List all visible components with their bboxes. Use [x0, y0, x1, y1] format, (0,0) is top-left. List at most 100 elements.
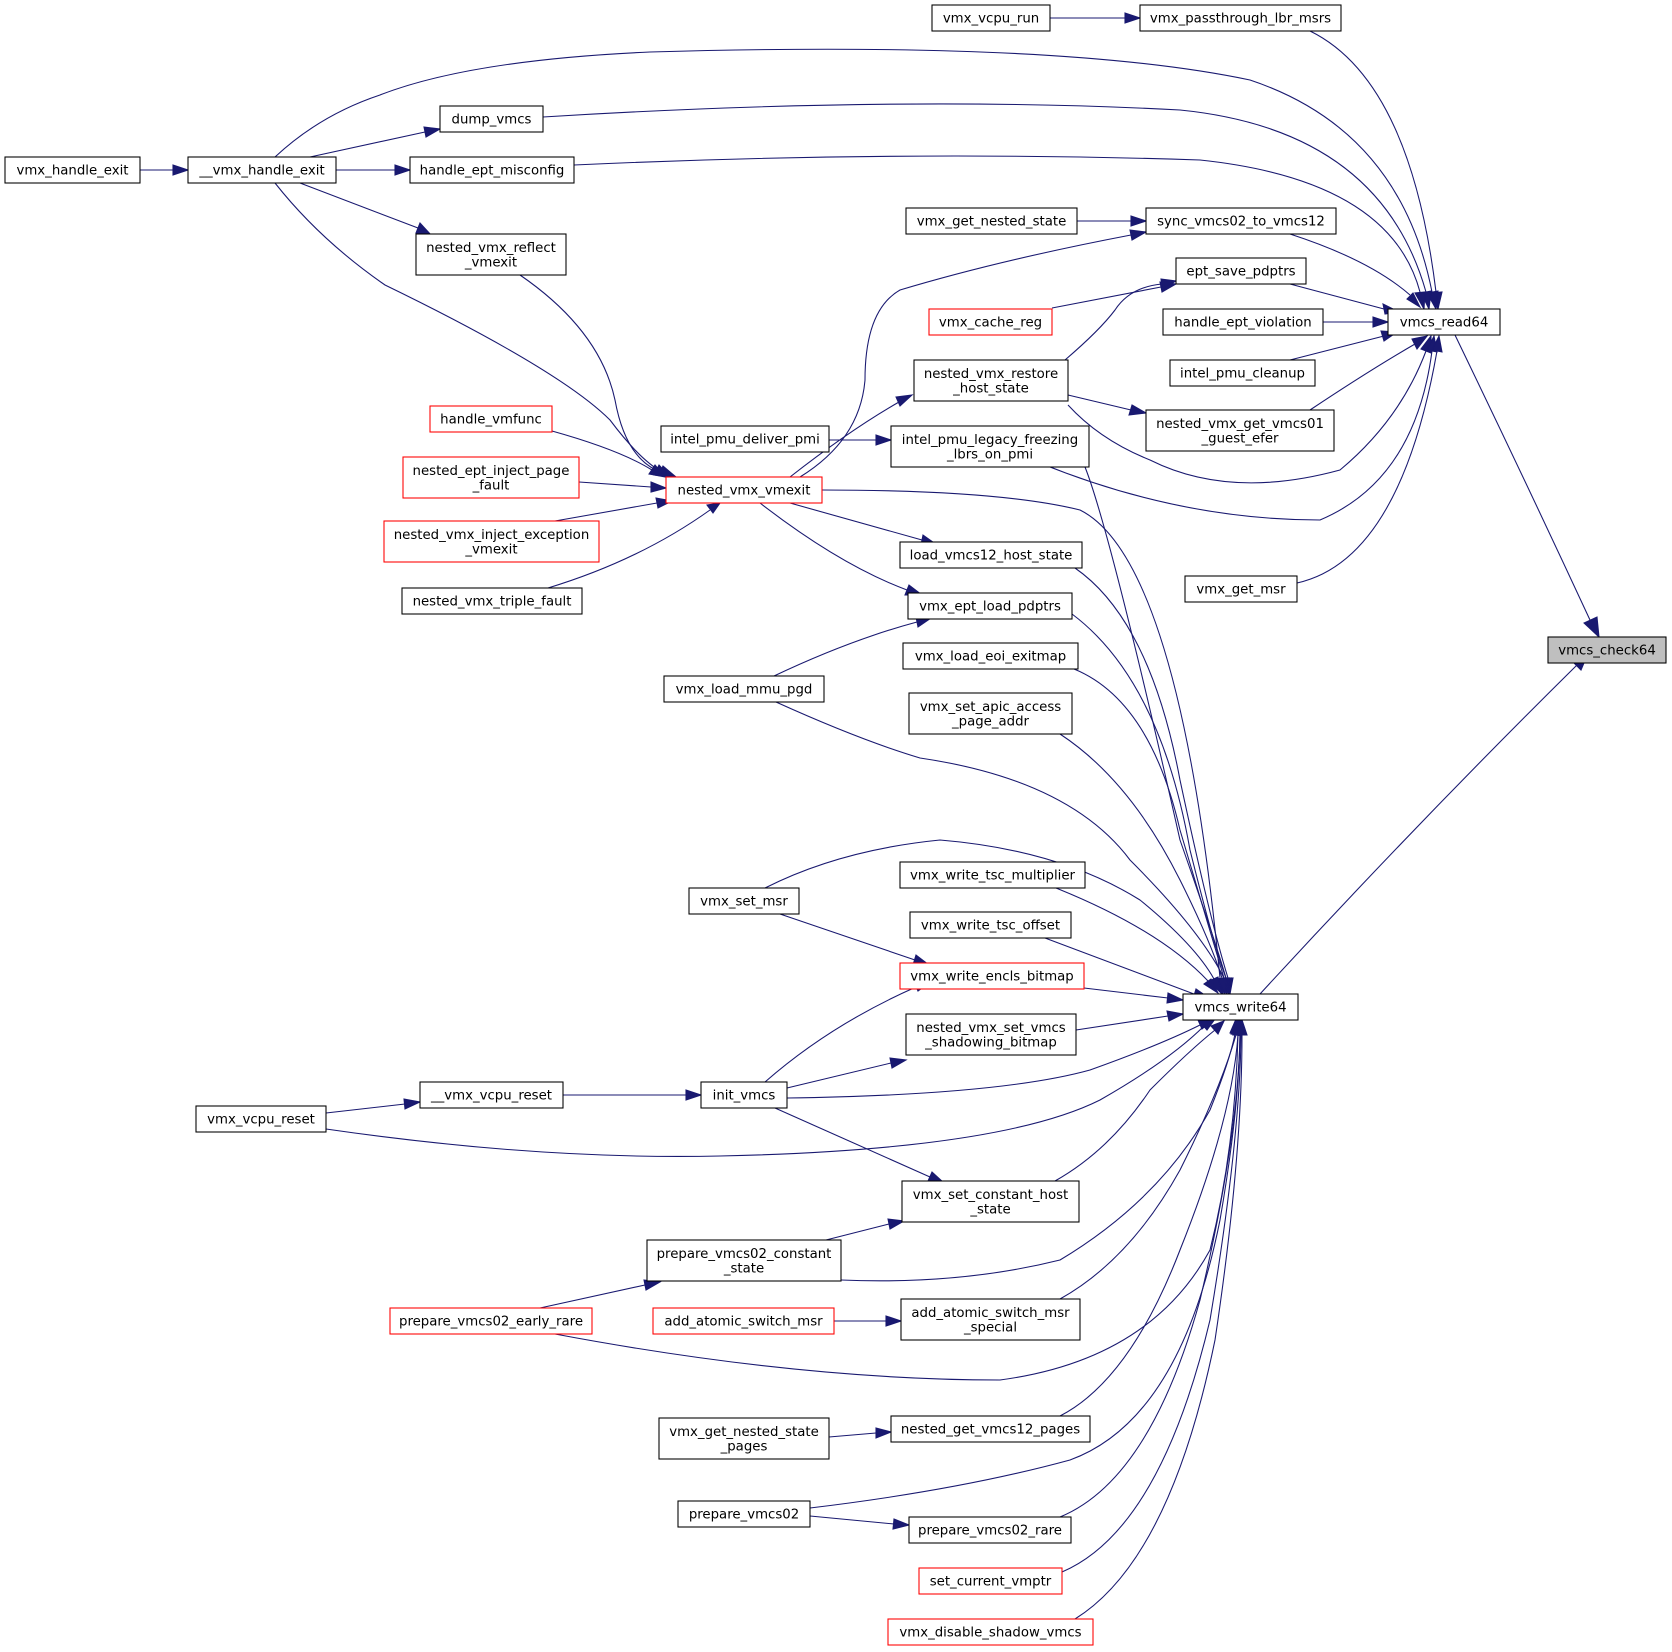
node-vmx-load-mmu-pgd[interactable]: vmx_load_mmu_pgd	[663, 675, 825, 703]
node-nested-vmx-restore-host-state[interactable]: nested_vmx_restore_host_state	[913, 359, 1069, 402]
node-vmcs-read64[interactable]: vmcs_read64	[1387, 308, 1501, 336]
node-vmx-cache-reg[interactable]: vmx_cache_reg	[928, 308, 1053, 336]
arrowhead-icon	[1203, 978, 1220, 995]
node-label: vmx_get_nested_state	[669, 1425, 819, 1440]
node-prepare-vmcs02-rare[interactable]: prepare_vmcs02_rare	[908, 1516, 1072, 1544]
node-vmx-write-encls-bitmap[interactable]: vmx_write_encls_bitmap	[899, 962, 1085, 990]
edge-line	[1061, 1034, 1242, 1573]
edge-line	[299, 182, 419, 229]
node-prepare-vmcs02-constant-state[interactable]: prepare_vmcs02_constant_state	[646, 1239, 842, 1282]
edge-line	[539, 1284, 646, 1309]
node-load-vmcs12-host-state[interactable]: load_vmcs12_host_state	[899, 541, 1083, 569]
node-vmx-ept-load-pdptrs[interactable]: vmx_ept_load_pdptrs	[907, 592, 1073, 620]
node-vmcs-check64[interactable]: vmcs_check64	[1547, 636, 1667, 664]
edge-prepare_vmcs02-to-prepare_vmcs02_rare	[809, 1515, 911, 1530]
arrowhead-icon	[1372, 316, 1390, 328]
node-nested-ept-inject-page-fault[interactable]: nested_ept_inject_page_fault	[402, 456, 580, 499]
node-nested-vmx-set-vmcs-shadowing-bitmap[interactable]: nested_vmx_set_vmcs_shadowing_bitmap	[905, 1013, 1077, 1056]
edge-nested_vmx_vmexit-to-load_vmcs12_host_state	[789, 502, 939, 546]
node-label: nested_vmx_reflect	[426, 241, 556, 256]
node-vmcs-write64[interactable]: vmcs_write64	[1182, 993, 1299, 1021]
edge-__vmx_handle_exit-to-dump_vmcs	[309, 126, 442, 158]
node-label: _page_addr	[951, 714, 1030, 729]
node-box	[419, 1081, 564, 1109]
edge-vmx_write_encls_bitmap-to-vmcs_write64	[1083, 987, 1185, 1004]
node-label: vmx_disable_shadow_vmcs	[899, 1626, 1081, 1641]
node-label: add_atomic_switch_msr	[664, 1315, 823, 1330]
node-handle-ept-violation[interactable]: handle_ept_violation	[1162, 308, 1324, 336]
node-label: vmcs_read64	[1400, 316, 1489, 331]
edge-prepare_vmcs02_constant_state-to-vmcs_write64	[840, 1017, 1241, 1282]
node-vmx-set-constant-host-state[interactable]: vmx_set_constant_host_state	[901, 1180, 1080, 1223]
edge-prepare_vmcs02_constant_state-to-vmx_set_constant_host_state	[825, 1218, 906, 1241]
node-intel-pmu-legacy-freezing-lbrs-on-pmi[interactable]: intel_pmu_legacy_freezing_lbrs_on_pmi	[890, 425, 1090, 468]
node-vmx-load-eoi-exitmap[interactable]: vmx_load_eoi_exitmap	[902, 642, 1079, 670]
node-add-atomic-switch-msr[interactable]: add_atomic_switch_msr	[652, 1307, 835, 1335]
node-prepare-vmcs02[interactable]: prepare_vmcs02	[677, 1500, 811, 1528]
edge-sync_vmcs02_to_vmcs12-to-vmcs_read64	[1289, 233, 1422, 309]
node-vmx-handle-exit[interactable]: __vmx_handle_exit	[187, 156, 337, 184]
edge-init_vmcs-to-vmx_write_encls_bitmap	[764, 981, 932, 1083]
node-box	[1139, 4, 1342, 32]
node-label: add_atomic_switch_msr	[911, 1306, 1070, 1321]
node-label: set_current_vmptr	[930, 1575, 1052, 1590]
node-vmx-get-msr[interactable]: vmx_get_msr	[1184, 575, 1298, 603]
node-vmx-vcpu-run[interactable]: vmx_vcpu_run	[931, 4, 1051, 32]
node-set-current-vmptr[interactable]: set_current_vmptr	[918, 1567, 1063, 1595]
edge-prepare_vmcs02_early_rare-to-prepare_vmcs02_constant_state	[539, 1279, 662, 1309]
node-handle-ept-misconfig[interactable]: handle_ept_misconfig	[409, 156, 575, 184]
edge-line	[789, 502, 923, 541]
node-label: prepare_vmcs02_rare	[918, 1524, 1062, 1539]
node-label: _pages	[720, 1439, 768, 1454]
node-vmx-handle-exit[interactable]: vmx_handle_exit	[4, 156, 141, 184]
node-vmx-set-msr[interactable]: vmx_set_msr	[688, 887, 800, 915]
node-box	[677, 1500, 811, 1528]
edge-line	[1044, 937, 1195, 995]
arrowhead-icon	[1129, 229, 1148, 241]
node-vmx-write-tsc-offset[interactable]: vmx_write_tsc_offset	[909, 911, 1072, 939]
edge-line	[1073, 668, 1225, 979]
arrowhead-icon	[1124, 12, 1142, 24]
edge-line	[1289, 233, 1411, 296]
node-nested-vmx-inject-exception-vmexit[interactable]: nested_vmx_inject_exception_vmexit	[383, 520, 600, 563]
node-handle-vmfunc[interactable]: handle_vmfunc	[429, 405, 553, 433]
node-box	[887, 1618, 1094, 1646]
node-nested-vmx-vmexit[interactable]: nested_vmx_vmexit	[665, 476, 823, 504]
arrowhead-icon	[706, 502, 722, 514]
node-prepare-vmcs02-early-rare[interactable]: prepare_vmcs02_early_rare	[389, 1307, 593, 1335]
node-vmx-get-nested-state[interactable]: vmx_get_nested_state	[905, 207, 1078, 235]
node-vmx-disable-shadow-vmcs[interactable]: vmx_disable_shadow_vmcs	[887, 1618, 1094, 1646]
node-intel-pmu-cleanup[interactable]: intel_pmu_cleanup	[1169, 359, 1316, 387]
node-add-atomic-switch-msr-special[interactable]: add_atomic_switch_msr_special	[900, 1298, 1081, 1341]
edge-nested_vmx_vmexit-to-nested_vmx_restore_host_state	[789, 394, 914, 478]
node-label: ept_save_pdptrs	[1186, 265, 1295, 280]
node-intel-pmu-deliver-pmi[interactable]: intel_pmu_deliver_pmi	[660, 425, 830, 453]
edge-line	[809, 1515, 895, 1525]
node-nested-get-vmcs12-pages[interactable]: nested_get_vmcs12_pages	[890, 1415, 1091, 1443]
node-nested-vmx-reflect-vmexit[interactable]: nested_vmx_reflect_vmexit	[415, 233, 567, 276]
edge-init_vmcs-to-nested_vmx_set_vmcs_shadowing_bitmap	[786, 1057, 908, 1089]
node-nested-vmx-triple-fault[interactable]: nested_vmx_triple_fault	[401, 587, 583, 615]
node-box	[1547, 636, 1667, 664]
arrowhead-icon	[1130, 215, 1148, 227]
node-vmx-write-tsc-multiplier[interactable]: vmx_write_tsc_multiplier	[899, 861, 1086, 889]
node-init-vmcs[interactable]: init_vmcs	[700, 1081, 788, 1109]
node-dump-vmcs[interactable]: dump_vmcs	[439, 105, 544, 133]
node-vmx-vcpu-reset[interactable]: vmx_vcpu_reset	[195, 1105, 327, 1133]
node-vmx-get-nested-state-pages[interactable]: vmx_get_nested_state_pages	[658, 1417, 830, 1460]
node-vmx-passthrough-lbr-msrs[interactable]: vmx_passthrough_lbr_msrs	[1139, 4, 1342, 32]
node-vmx-set-apic-access-page-addr[interactable]: vmx_set_apic_access_page_addr	[908, 692, 1073, 735]
node-vmx-vcpu-reset[interactable]: __vmx_vcpu_reset	[419, 1081, 564, 1109]
node-ept-save-pdptrs[interactable]: ept_save_pdptrs	[1175, 257, 1307, 285]
node-label: vmcs_check64	[1558, 644, 1656, 659]
node-box	[665, 476, 823, 504]
edge-vmcs_read64-to-vmcs_check64	[1454, 334, 1600, 639]
node-nested-vmx-get-vmcs01-guest-efer[interactable]: nested_vmx_get_vmcs01_guest_efer	[1145, 409, 1335, 452]
node-box	[402, 456, 580, 499]
node-label: sync_vmcs02_to_vmcs12	[1157, 215, 1325, 230]
node-sync-vmcs02-to-vmcs12[interactable]: sync_vmcs02_to_vmcs12	[1145, 207, 1337, 235]
edge-line	[1067, 350, 1427, 484]
node-box	[429, 405, 553, 433]
node-label: vmx_load_mmu_pgd	[676, 683, 813, 698]
